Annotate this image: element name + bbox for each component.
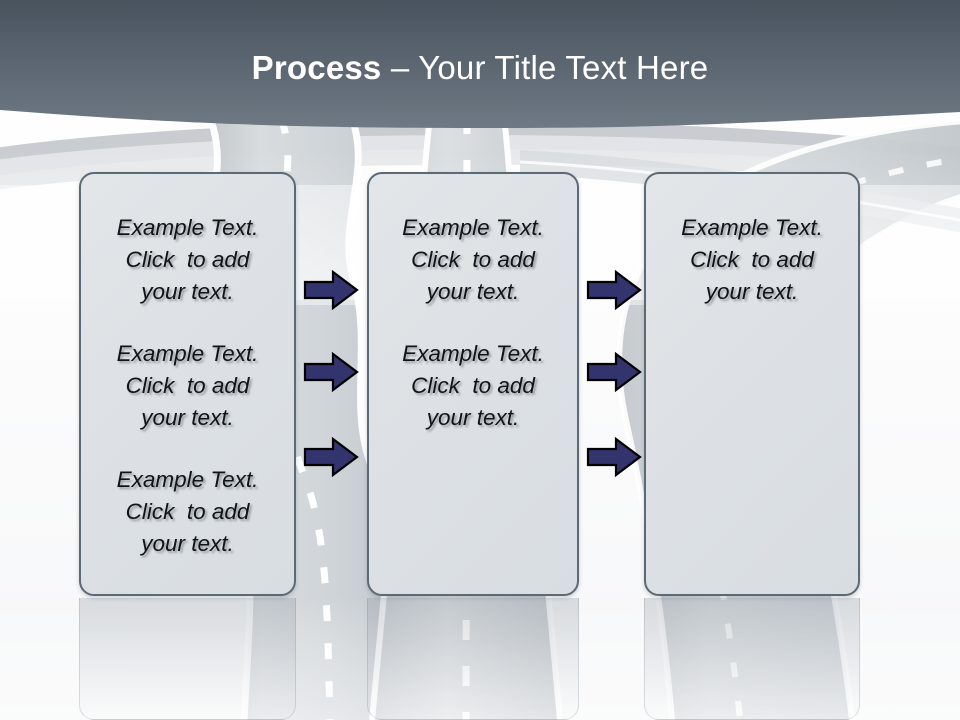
card-text-line: Example Text. xyxy=(402,215,544,240)
process-arrow-right-icon xyxy=(586,270,642,310)
card-text-line: Click to add xyxy=(411,247,535,272)
card-text-block[interactable]: Example Text. Click to add your text. xyxy=(81,464,294,560)
card-text-line: your text. xyxy=(141,531,234,556)
process-arrow-right-icon xyxy=(586,352,642,392)
card-text-line: Click to add xyxy=(125,247,250,272)
process-arrow-right-icon xyxy=(303,352,359,392)
card-text-block[interactable]: Example Text. Click to add your text. xyxy=(81,212,294,308)
title-bold-part: Process xyxy=(251,49,382,86)
card-text-block[interactable]: Example Text. Click to add your text. xyxy=(646,212,858,308)
card-text-line: your text. xyxy=(426,405,520,430)
card-text-block[interactable]: Example Text. Click to add your text. xyxy=(81,338,294,434)
process-arrow-right-icon xyxy=(303,437,359,477)
card-text-line: Example Text. xyxy=(116,215,259,240)
card-text-line: Click to add xyxy=(690,247,814,272)
card-text-line: Click to add xyxy=(125,373,250,398)
page-title: Process – Your Title Text Here xyxy=(0,48,960,88)
card-text-line: your text. xyxy=(141,405,234,430)
title-rest-part: Your Title Text Here xyxy=(418,49,709,86)
card-text-line: your text. xyxy=(426,279,520,304)
card-text-line: Example Text. xyxy=(681,215,823,240)
card-text-line: Click to add xyxy=(411,373,535,398)
card-text-line: Example Text. xyxy=(116,467,259,492)
title-dash: – xyxy=(381,49,419,86)
process-arrow-right-icon xyxy=(303,270,359,310)
card-text-block[interactable]: Example Text. Click to add your text. xyxy=(369,212,577,308)
card-text-line: Example Text. xyxy=(116,341,259,366)
card-text-line: your text. xyxy=(141,279,234,304)
card-text-line: Click to add xyxy=(125,499,250,524)
process-card-3[interactable]: Example Text. Click to add your text. xyxy=(644,172,860,596)
process-arrow-right-icon xyxy=(586,437,642,477)
card-text-line: your text. xyxy=(705,279,799,304)
card-text-line: Example Text. xyxy=(402,341,544,366)
card-text-block[interactable]: Example Text. Click to add your text. xyxy=(369,338,577,434)
